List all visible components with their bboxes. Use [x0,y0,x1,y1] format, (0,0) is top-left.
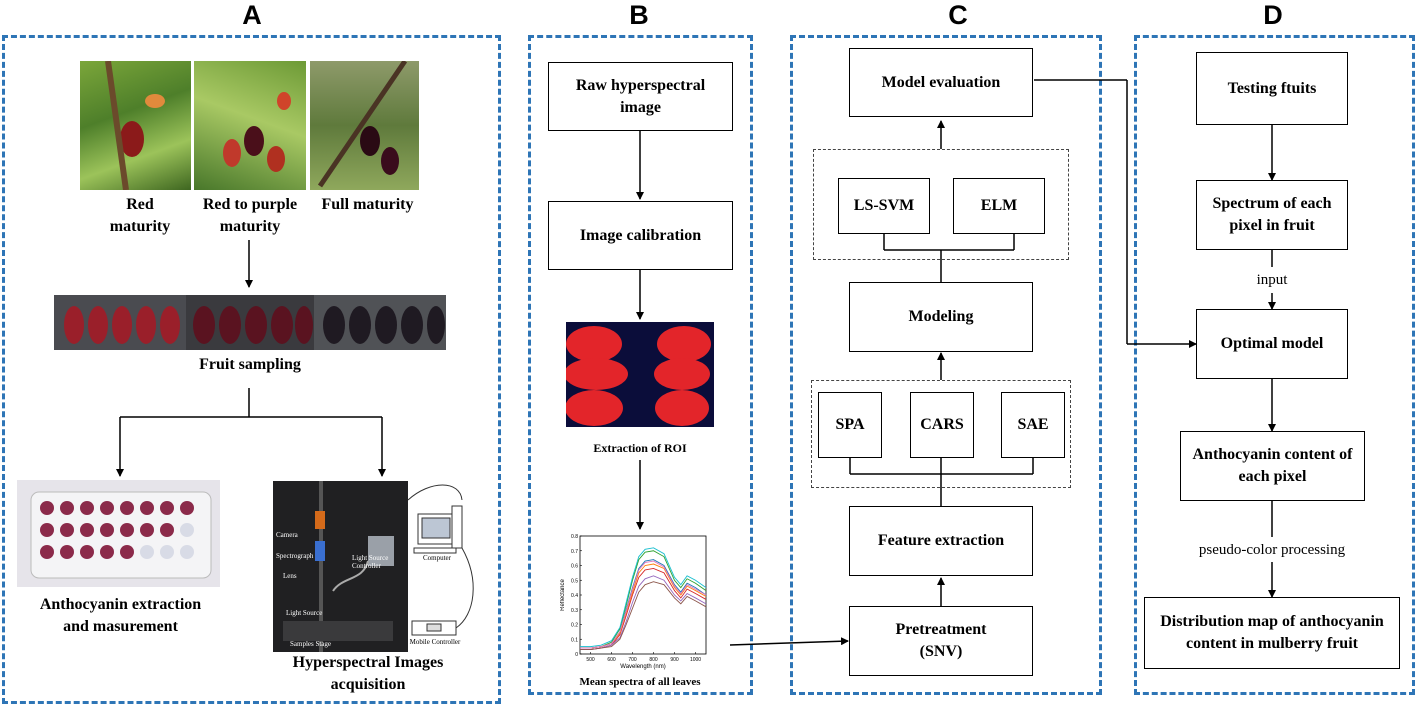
label-spectrograph: Spectrograph [276,552,314,560]
panel-c-title: C [948,0,968,30]
fruit-row-icon [54,295,446,350]
spectrum-line-4 [580,575,707,651]
box-spectrum-each-pixel: Spectrum of each pixel in fruit [1196,180,1348,250]
box-ls-svm: LS-SVM [838,178,930,234]
label-mobile-controller: Mobile Controller [409,638,461,646]
label-anthocyanin-extraction: Anthocyanin extraction and masurement [39,596,202,635]
y-tick-label: 0.2 [571,623,578,629]
dashed-group-feature-selection [811,380,1071,488]
panel-a [2,35,501,704]
panel-b [528,35,753,695]
label-red-to-purple-maturity: Red to purple maturity [202,196,298,235]
y-tick-label: 0 [575,652,578,658]
label-light-source: Light Source [286,609,323,617]
photo-red-to-purple-maturity [194,61,306,190]
label-hyperspectral-acquisition: Hyperspectral Images acquisition [292,654,444,693]
spectrum-line-8 [580,560,707,649]
y-tick-label: 0.7 [571,549,578,555]
label-camera: Camera [276,531,298,539]
label-pseudo-color: pseudo-color processing [1182,540,1362,561]
panel-d-title: D [1263,0,1283,30]
box-raw-hyperspectral-image: Raw hyperspectral image [548,62,733,131]
y-tick-label: 0.3 [571,608,578,614]
dashed-group-models [813,149,1069,260]
x-axis-label: Wavelength (nm) [620,664,665,670]
box-elm: ELM [953,178,1045,234]
y-tick-label: 0.6 [571,564,578,570]
box-modeling: Modeling [849,282,1033,352]
label-mean-spectra: Mean spectra of all leaves [579,676,701,688]
box-cars: CARS [910,392,974,458]
label-full-maturity: Full maturity [321,196,414,213]
x-tick-label: 600 [607,657,616,663]
photo-hyperspectral-system [273,481,408,652]
spectrum-line-7 [580,581,707,651]
photo-full-maturity [310,61,419,190]
arrow-b-to-pretreatment [729,637,849,646]
box-optimal-model: Optimal model [1196,309,1348,379]
box-model-evaluation: Model evaluation [849,48,1033,117]
photo-red-maturity [80,61,191,190]
panel-d [1134,35,1415,695]
box-distribution-map: Distribution map of anthocyanin content … [1144,597,1400,669]
x-tick-label: 500 [586,657,595,663]
label-input: input [1256,272,1288,288]
roi-mask-icon [566,326,711,426]
photo-anthocyanin-extraction [17,480,220,587]
box-anthocyanin-content: Anthocyanin content of each pixel [1180,431,1365,501]
imaging-system-icon [283,481,394,652]
box-pretreatment: Pretreatment (SNV) [849,606,1033,676]
x-tick-label: 700 [628,657,637,663]
panel-b-title: B [629,0,649,30]
label-red-maturity: Red maturity [109,196,171,235]
mulberry-fruit-icon [105,61,165,190]
label-extraction-roi: Extraction of ROI [593,441,687,455]
label-computer: Computer [423,554,451,562]
x-tick-label: 800 [649,657,658,663]
label-samples-stage: Samples Stage [290,640,332,648]
y-axis-label: Reflectance [560,578,566,610]
box-feature-extraction: Feature extraction [849,506,1033,576]
label-light-source-controller: Light Source Controller [352,554,389,570]
mulberry-cluster-icon [223,92,291,172]
y-tick-label: 0.4 [571,593,578,599]
box-testing-fruits: Testing ftuits [1196,52,1348,125]
mean-spectra-chart: 500 600 700 800 900 1000 0 0.1 0.2 0.3 0.4 0.5 0.6 0.… [560,534,707,670]
mulberry-ripe-icon [317,61,408,188]
spectrum-line-3 [580,550,707,649]
box-spa: SPA [818,392,882,458]
y-tick-label: 0.1 [571,637,578,643]
spectrum-line-6 [580,547,707,648]
y-tick-label: 0.5 [571,578,578,584]
box-sae: SAE [1001,392,1065,458]
panel-a-title: A [242,0,262,30]
photo-fruit-sampling [54,295,446,350]
x-tick-label: 1000 [690,657,701,663]
y-tick-label: 0.8 [571,534,578,540]
panel-c [790,35,1102,695]
x-tick-label: 900 [670,657,679,663]
label-fruit-sampling: Fruit sampling [199,356,301,373]
label-lens: Lens [283,572,297,580]
chart-plot-area [579,535,707,655]
box-image-calibration: Image calibration [548,201,733,270]
test-tube-rack-icon [30,491,212,579]
roi-image [566,322,714,427]
